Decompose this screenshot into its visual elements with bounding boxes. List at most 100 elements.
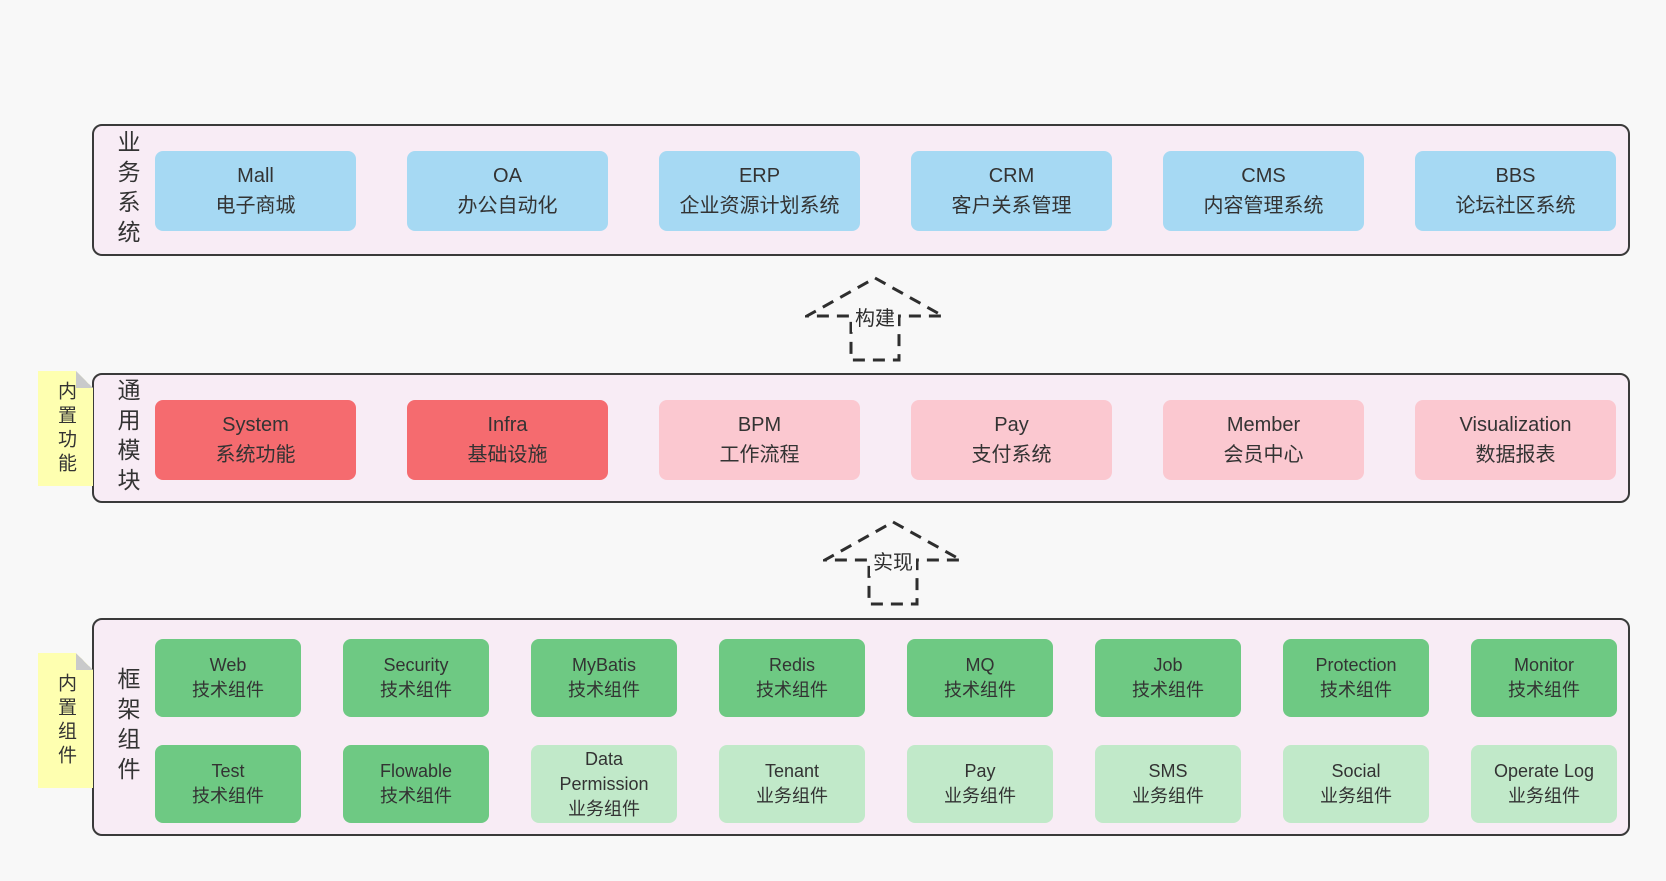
box-title: Test <box>211 761 245 781</box>
box-infra: Infra 基础设施 <box>407 400 608 480</box>
box-subtitle: 业务组件 <box>1132 786 1204 806</box>
box-title: Pay <box>964 761 996 781</box>
sticky-label: 内置组件 <box>55 672 76 769</box>
up-block-arrow-icon <box>823 520 963 606</box>
box-data-permission: Data Permission 业务组件 <box>531 745 677 823</box>
box-subtitle: 论坛社区系统 <box>1455 195 1576 217</box>
box-mq: MQ 技术组件 <box>907 639 1053 717</box>
box-title: SMS <box>1148 761 1188 781</box>
business-systems-layer: 业务系统 Mall 电子商城 OA 办公自动化 ERP 企业资源计划系统 CRM… <box>92 124 1630 256</box>
box-title: Operate Log <box>1493 761 1595 781</box>
box-bbs: BBS 论坛社区系统 <box>1415 151 1616 231</box>
box-social: Social 业务组件 <box>1283 745 1429 823</box>
box-subtitle: 技术组件 <box>192 680 264 700</box>
implement-arrow: 实现 <box>823 520 963 606</box>
box-redis: Redis 技术组件 <box>719 639 865 717</box>
box-subtitle: 办公自动化 <box>457 195 558 217</box>
box-subtitle: 系统功能 <box>215 444 296 466</box>
arrow-label: 实现 <box>870 550 916 576</box>
box-operate-log: Operate Log 业务组件 <box>1471 745 1617 823</box>
box-subtitle: 业务组件 <box>756 786 828 806</box>
box-title: BPM <box>737 414 782 436</box>
box-subtitle: 会员中心 <box>1223 444 1304 466</box>
box-subtitle: 企业资源计划系统 <box>679 195 840 217</box>
box-subtitle: 数据报表 <box>1475 444 1556 466</box>
layer-label-components: 框架组件 <box>114 667 140 787</box>
box-title: Security <box>383 655 449 675</box>
box-title: Visualization <box>1459 414 1572 436</box>
box-test: Test 技术组件 <box>155 745 301 823</box>
sticky-note-built-in-features: 内置功能 <box>38 371 93 486</box>
box-subtitle: 技术组件 <box>944 680 1016 700</box>
box-title: CMS <box>1241 165 1286 187</box>
box-subtitle: 技术组件 <box>756 680 828 700</box>
box-pay-module: Pay 支付系统 <box>911 400 1112 480</box>
box-security: Security 技术组件 <box>343 639 489 717</box>
box-title: Flowable <box>379 761 453 781</box>
sticky-label: 内置功能 <box>55 380 76 477</box>
box-title: Monitor <box>1513 655 1575 675</box>
box-subtitle: 业务组件 <box>1320 786 1392 806</box>
box-subtitle: 业务组件 <box>568 798 640 819</box>
box-protection: Protection 技术组件 <box>1283 639 1429 717</box>
box-subtitle: 技术组件 <box>380 680 452 700</box>
box-title: CRM <box>988 165 1035 187</box>
box-title: Protection <box>1315 655 1397 675</box>
box-subtitle: 基础设施 <box>467 444 548 466</box>
box-title: MQ <box>965 655 995 675</box>
box-mall: Mall 电子商城 <box>155 151 356 231</box>
box-system: System 系统功能 <box>155 400 356 480</box>
up-block-arrow-icon <box>805 276 945 362</box>
box-title: Data Permission <box>559 748 649 794</box>
box-subtitle: 业务组件 <box>1508 786 1580 806</box>
box-title: Member <box>1226 414 1301 436</box>
box-erp: ERP 企业资源计划系统 <box>659 151 860 231</box>
box-bpm: BPM 工作流程 <box>659 400 860 480</box>
sticky-note-built-in-components: 内置组件 <box>38 653 93 788</box>
box-subtitle: 技术组件 <box>380 786 452 806</box>
layer-label-modules: 通用模块 <box>114 378 140 498</box>
box-subtitle: 支付系统 <box>971 444 1052 466</box>
box-title: Job <box>1153 655 1183 675</box>
box-flowable: Flowable 技术组件 <box>343 745 489 823</box>
box-title: Infra <box>487 414 528 436</box>
box-subtitle: 电子商城 <box>215 195 296 217</box>
box-subtitle: 客户关系管理 <box>951 195 1072 217</box>
box-title: ERP <box>738 165 781 187</box>
box-title: Social <box>1331 761 1381 781</box>
box-title: Mall <box>237 165 274 187</box>
box-subtitle: 技术组件 <box>1132 680 1204 700</box>
arrow-label: 构建 <box>852 306 898 332</box>
box-cms: CMS 内容管理系统 <box>1163 151 1364 231</box>
box-sms: SMS 业务组件 <box>1095 745 1241 823</box>
box-subtitle: 工作流程 <box>719 444 800 466</box>
box-subtitle: 技术组件 <box>1508 680 1580 700</box>
box-subtitle: 技术组件 <box>192 786 264 806</box>
box-title: Web <box>209 655 247 675</box>
layer-label-business: 业务系统 <box>114 130 140 250</box>
box-tenant: Tenant 业务组件 <box>719 745 865 823</box>
box-title: BBS <box>1495 165 1536 187</box>
box-mybatis: MyBatis 技术组件 <box>531 639 677 717</box>
box-web: Web 技术组件 <box>155 639 301 717</box>
box-monitor: Monitor 技术组件 <box>1471 639 1617 717</box>
box-visualization: Visualization 数据报表 <box>1415 400 1616 480</box>
box-title: Pay <box>994 414 1029 436</box>
build-arrow: 构建 <box>805 276 945 362</box>
box-title: Tenant <box>764 761 820 781</box>
common-modules-layer: 通用模块 System 系统功能 Infra 基础设施 BPM 工作流程 Pay… <box>92 373 1630 503</box>
box-subtitle: 内容管理系统 <box>1203 195 1324 217</box>
box-title: System <box>222 414 289 436</box>
framework-components-layer: 框架组件 Web 技术组件 Security 技术组件 MyBatis 技术组件… <box>92 618 1630 836</box>
box-member: Member 会员中心 <box>1163 400 1364 480</box>
box-subtitle: 技术组件 <box>1320 680 1392 700</box>
box-crm: CRM 客户关系管理 <box>911 151 1112 231</box>
box-subtitle: 业务组件 <box>944 786 1016 806</box>
box-subtitle: 技术组件 <box>568 680 640 700</box>
box-title: Redis <box>768 655 816 675</box>
box-pay-component: Pay 业务组件 <box>907 745 1053 823</box>
box-job: Job 技术组件 <box>1095 639 1241 717</box>
box-oa: OA 办公自动化 <box>407 151 608 231</box>
box-title: OA <box>493 165 522 187</box>
